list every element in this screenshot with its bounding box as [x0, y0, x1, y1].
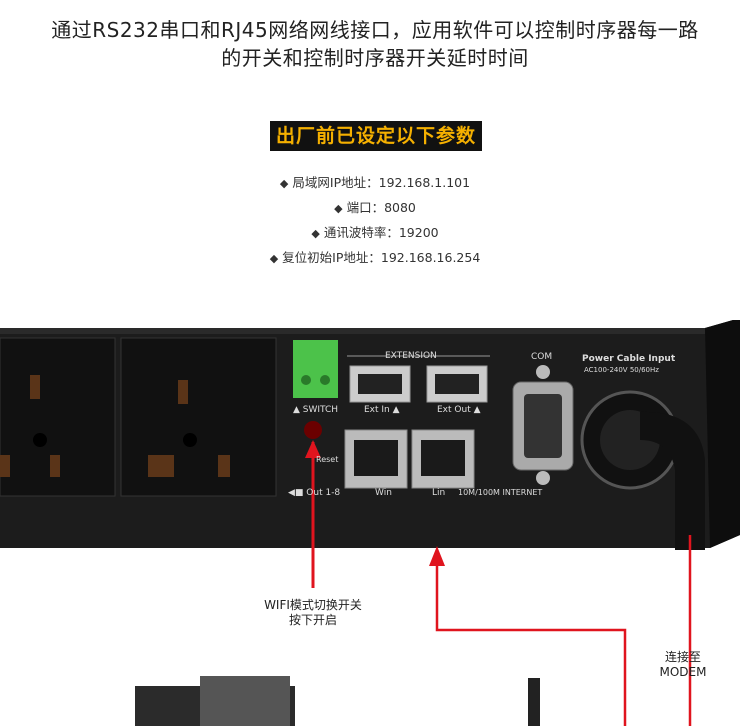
- switch-terminal: [293, 340, 338, 398]
- power-title-label: Power Cable Input: [582, 354, 676, 364]
- ext-out-label: Ext Out ▲: [437, 405, 481, 415]
- wifi-reset-button: [304, 421, 322, 439]
- router-antenna: [528, 678, 540, 726]
- arrow-modem-head: [429, 546, 445, 566]
- power-cable: [640, 411, 705, 550]
- factory-settings-badge: 出厂前已设定以下参数: [270, 121, 482, 151]
- diamond-icon: ◆: [334, 202, 343, 215]
- ext-in-label: Ext In ▲: [364, 405, 400, 415]
- extension-label: EXTENSION: [385, 351, 437, 361]
- headline-line1: 通过RS232串口和RJ45网络网线接口，应用软件可以控制时序器每一路: [51, 18, 699, 42]
- headline-line2: 的开关和控制时序器开关延时时间: [221, 46, 529, 70]
- outlet-socket: [0, 375, 230, 477]
- arrow-wifi-head: [305, 440, 321, 458]
- reset-label: Reset: [316, 455, 339, 464]
- param-reset-ip: ◆复位初始IP地址：192.168.16.254: [269, 250, 481, 265]
- internet-label: 10M/100M INTERNET: [458, 488, 543, 497]
- arrow-modem-line: [435, 550, 627, 726]
- diamond-icon: ◆: [279, 177, 289, 190]
- sequencer-rear-panel: [0, 320, 740, 726]
- param-port: ◆端口：8080: [334, 200, 416, 215]
- lin-label: Lin: [432, 488, 446, 498]
- win-label: Win: [375, 488, 392, 498]
- outlet-module-2: [120, 337, 277, 497]
- power-spec-label: AC100-240V 50/60Hz: [584, 366, 659, 374]
- diamond-icon: ◆: [269, 252, 279, 265]
- diamond-icon: ◆: [311, 227, 320, 240]
- out-label: ◀■ Out 1-8: [288, 488, 341, 498]
- param-ip: ◆局域网IP地址：192.168.1.101: [279, 175, 471, 190]
- modem-callout: 连接至 MODEM: [659, 650, 707, 679]
- wifi-callout: WIFI模式切换开关 按下开启: [264, 598, 362, 627]
- com-label: COM: [531, 352, 553, 362]
- switch-label: ▲ SWITCH: [293, 405, 339, 415]
- parameter-list: ◆局域网IP地址：192.168.1.101 ◆端口：8080 ◆通讯波特率：1…: [0, 170, 750, 270]
- param-baud: ◆通讯波特率：19200: [311, 225, 439, 240]
- chassis-side: [705, 320, 740, 548]
